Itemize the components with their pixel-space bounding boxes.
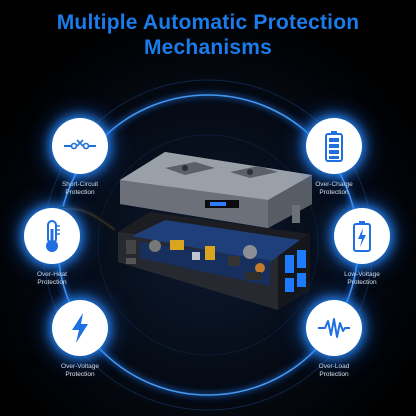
feature-over-load: Over-Load Protection xyxy=(286,300,382,379)
feature-label: Over-Voltage Protection xyxy=(61,363,99,378)
feature-over-heat: Over-Heat Protection xyxy=(4,208,100,287)
title-line-2: Mechanisms xyxy=(143,36,273,59)
feature-short-circuit: Short-Circuit Protection xyxy=(32,118,128,197)
fuse-icon xyxy=(64,139,96,150)
battery-charging-icon xyxy=(353,221,371,252)
feature-label: Over-Charge Protection xyxy=(315,181,353,196)
feature-low-voltage: Low-Voltage Protection xyxy=(314,208,410,287)
feature-label: Short-Circuit Protection xyxy=(61,181,99,196)
feature-badge xyxy=(306,300,362,356)
lightning-bolt-icon xyxy=(72,313,88,343)
title-line-1: Multiple Automatic Protection xyxy=(56,11,360,34)
feature-over-charge: Over-Charge Protection xyxy=(286,118,382,197)
feature-badge xyxy=(52,300,108,356)
feature-label: Low-Voltage Protection xyxy=(344,271,380,286)
thermometer-icon xyxy=(46,220,60,252)
waveform-icon xyxy=(318,318,350,338)
page-title: Multiple Automatic Protection Mechanisms xyxy=(0,10,416,60)
feature-badge xyxy=(52,118,108,174)
feature-over-voltage: Over-Voltage Protection xyxy=(32,300,128,379)
feature-badge xyxy=(306,118,362,174)
battery-full-icon xyxy=(325,131,343,162)
feature-label: Over-Heat Protection xyxy=(37,271,67,286)
feature-label: Over-Load Protection xyxy=(318,363,350,378)
feature-badge xyxy=(334,208,390,264)
feature-badge xyxy=(24,208,80,264)
